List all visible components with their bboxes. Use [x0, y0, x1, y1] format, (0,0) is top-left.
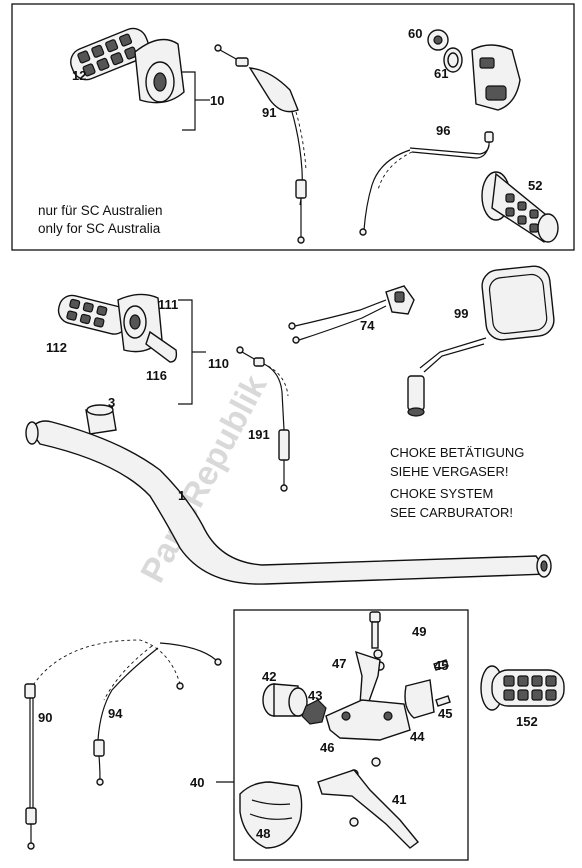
throttle-cable-91	[214, 44, 307, 244]
label-74: 74	[360, 318, 375, 333]
label-44: 44	[410, 729, 425, 744]
bracket-110	[178, 299, 193, 405]
throttle-assembly-112	[57, 293, 178, 363]
cable-90	[24, 639, 184, 850]
clutch-lever-assembly	[239, 611, 451, 849]
note-choke-en-1: CHOKE SYSTEM	[390, 486, 493, 501]
label-1: 1	[178, 488, 185, 503]
handlebar-1	[25, 420, 552, 585]
kill-switch-assembly	[427, 29, 521, 111]
label-96: 96	[436, 123, 450, 138]
label-94: 94	[108, 706, 123, 721]
label-10: 10	[210, 93, 224, 108]
cable-94	[93, 642, 222, 786]
note-australia-en: only for SC Australia	[38, 221, 161, 236]
label-152: 152	[516, 714, 538, 729]
label-42: 42	[262, 669, 276, 684]
label-45-a: 45	[434, 658, 448, 673]
label-60: 60	[408, 26, 422, 41]
bracket-10	[182, 71, 196, 131]
label-90: 90	[38, 710, 52, 725]
label-52: 52	[528, 178, 542, 193]
mirror-99	[407, 265, 555, 417]
label-61: 61	[434, 66, 448, 81]
label-111: 111	[158, 297, 178, 312]
label-99: 99	[454, 306, 468, 321]
bushing-3	[85, 404, 117, 435]
label-47: 47	[332, 656, 346, 671]
grip-52	[481, 171, 559, 243]
label-112: 112	[46, 340, 67, 355]
label-3: 3	[108, 395, 115, 410]
label-116: 116	[146, 368, 167, 383]
label-46: 46	[320, 740, 334, 755]
grip-152	[480, 665, 565, 711]
switch-74	[288, 285, 415, 344]
label-41: 41	[392, 792, 406, 807]
throttle-grip-assembly	[70, 27, 185, 104]
note-choke-en-2: SEE CARBURATOR!	[390, 505, 513, 520]
label-12: 12	[72, 68, 86, 83]
label-43: 43	[308, 688, 322, 703]
label-191: 191	[248, 427, 270, 442]
note-choke-de-1: CHOKE BETÄTIGUNG	[390, 445, 524, 460]
label-45-b: 45	[438, 706, 452, 721]
label-110: 110	[208, 356, 229, 371]
label-40: 40	[190, 775, 204, 790]
lever-assembly-frame	[233, 609, 469, 861]
label-91: 91	[262, 105, 276, 120]
note-choke-de-2: SIEHE VERGASER!	[390, 464, 508, 479]
label-49: 49	[412, 624, 426, 639]
top-section-frame	[11, 3, 575, 251]
cable-191	[236, 346, 290, 492]
label-48: 48	[256, 826, 270, 841]
note-australia-de: nur für SC Australien	[38, 203, 163, 218]
cable-96	[359, 131, 494, 236]
